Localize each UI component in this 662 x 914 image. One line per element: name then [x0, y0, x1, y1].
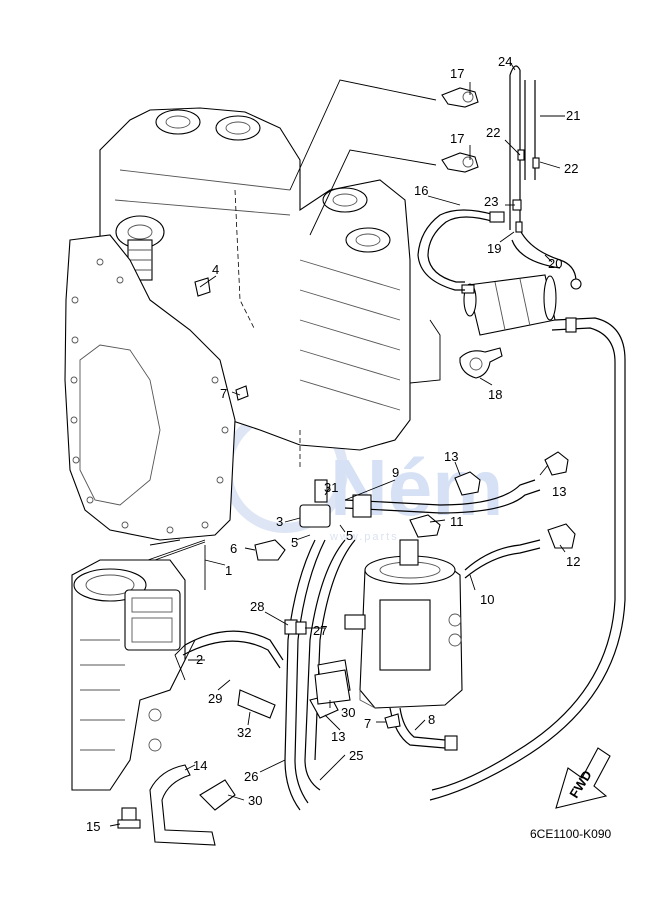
callout-13-upper-left: 13 [444, 449, 458, 464]
callout-30-lower: 30 [248, 793, 262, 808]
callout-5-right: 5 [346, 528, 353, 543]
callout-27: 27 [313, 623, 327, 638]
engine-block [64, 107, 411, 541]
callout-4: 4 [212, 262, 219, 277]
small-parts [117, 277, 401, 846]
callout-7-upper: 7 [220, 386, 227, 401]
callout-1: 1 [225, 563, 232, 578]
lower-left-assembly [71, 539, 206, 791]
callout-13-upper-right: 13 [552, 484, 566, 499]
callout-24: 24 [498, 54, 512, 69]
fuel-hoses [182, 479, 541, 811]
callout-13-lower: 13 [331, 729, 345, 744]
fwd-direction-arrow: FWD [555, 747, 611, 809]
callout-26: 26 [244, 769, 258, 784]
callout-7-lower: 7 [364, 716, 371, 731]
callout-30-middle: 30 [341, 705, 355, 720]
callout-14: 14 [193, 758, 207, 773]
callout-8: 8 [428, 712, 435, 727]
callout-12: 12 [566, 554, 580, 569]
callout-18: 18 [488, 387, 502, 402]
callout-17-lower: 17 [450, 131, 464, 146]
callout-11: 11 [450, 514, 464, 529]
callout-6: 6 [230, 541, 237, 556]
callout-31: 31 [324, 480, 338, 495]
callout-23: 23 [484, 194, 498, 209]
callout-29: 29 [208, 691, 222, 706]
callout-22-left: 22 [486, 125, 500, 140]
callout-3: 3 [276, 514, 283, 529]
hose-clips [441, 87, 503, 379]
callout-28: 28 [250, 599, 264, 614]
callout-5-left: 5 [291, 535, 298, 550]
callout-20: 20 [548, 256, 562, 271]
callout-9: 9 [392, 465, 399, 480]
leader-lines [109, 61, 566, 827]
callout-19: 19 [487, 241, 501, 256]
callout-21: 21 [566, 108, 580, 123]
callout-labels: 24 17 21 17 22 22 16 23 19 20 4 18 7 13 … [86, 54, 580, 834]
callout-25: 25 [349, 748, 363, 763]
callout-2: 2 [196, 652, 203, 667]
fuel-filter-assembly [417, 65, 626, 801]
watermark-subtext: www.parts [329, 531, 399, 543]
vapor-separator [344, 539, 463, 751]
callout-10: 10 [480, 592, 494, 607]
callout-16: 16 [414, 183, 428, 198]
callout-32: 32 [237, 725, 251, 740]
callout-15: 15 [86, 819, 100, 834]
callout-22-right: 22 [564, 161, 578, 176]
callout-17-upper: 17 [450, 66, 464, 81]
diagram-code: 6CE1100-K090 [530, 827, 611, 841]
